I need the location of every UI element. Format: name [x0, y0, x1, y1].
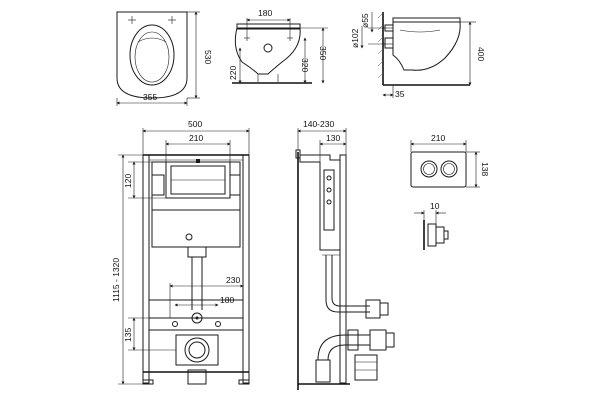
button-plate-side-view: 10 — [414, 201, 449, 250]
dim-depth-range: 140-230 — [303, 119, 334, 129]
dim-plate-height: 138 — [480, 162, 490, 176]
dim-bolt-spacing: 180 — [258, 8, 272, 18]
dim-plate-width: 210 — [431, 133, 445, 143]
dim-height-400: 400 — [476, 47, 486, 61]
dim-frame-height-range: 1115 - 1320 — [111, 258, 121, 302]
toilet-side-view: ø55 ø102 400 35 — [350, 12, 486, 99]
dim-wall-gap-35: 35 — [395, 89, 405, 99]
dim-toilet-depth: 530 — [203, 50, 213, 64]
dim-diameter-102: ø102 — [350, 28, 360, 48]
dim-frame-width-210: 210 — [189, 133, 203, 143]
dim-pipe-230: 230 — [226, 275, 240, 285]
dim-height-220: 220 — [228, 66, 238, 80]
toilet-front-view: 180 220 320 350 — [228, 8, 328, 84]
dim-height-350: 350 — [318, 46, 328, 60]
dim-frame-height-120: 120 — [123, 174, 133, 188]
frame-front-view: 500 210 120 1115 - 1320 230 180 135 — [111, 119, 250, 385]
dim-drain-135: 135 — [123, 328, 133, 342]
frame-side-view: 140-230 130 — [295, 119, 395, 390]
toilet-top-view: 355 530 — [116, 11, 213, 106]
dim-height-320: 320 — [300, 58, 310, 72]
dim-frame-width-500: 500 — [188, 119, 202, 129]
dim-plate-depth: 10 — [430, 201, 440, 211]
dim-toilet-width: 355 — [143, 92, 157, 102]
button-plate-view: 210 138 — [410, 133, 490, 188]
dim-diameter-55: ø55 — [360, 13, 370, 28]
dim-bolt-180: 180 — [220, 295, 234, 305]
dim-depth-130: 130 — [326, 133, 340, 143]
